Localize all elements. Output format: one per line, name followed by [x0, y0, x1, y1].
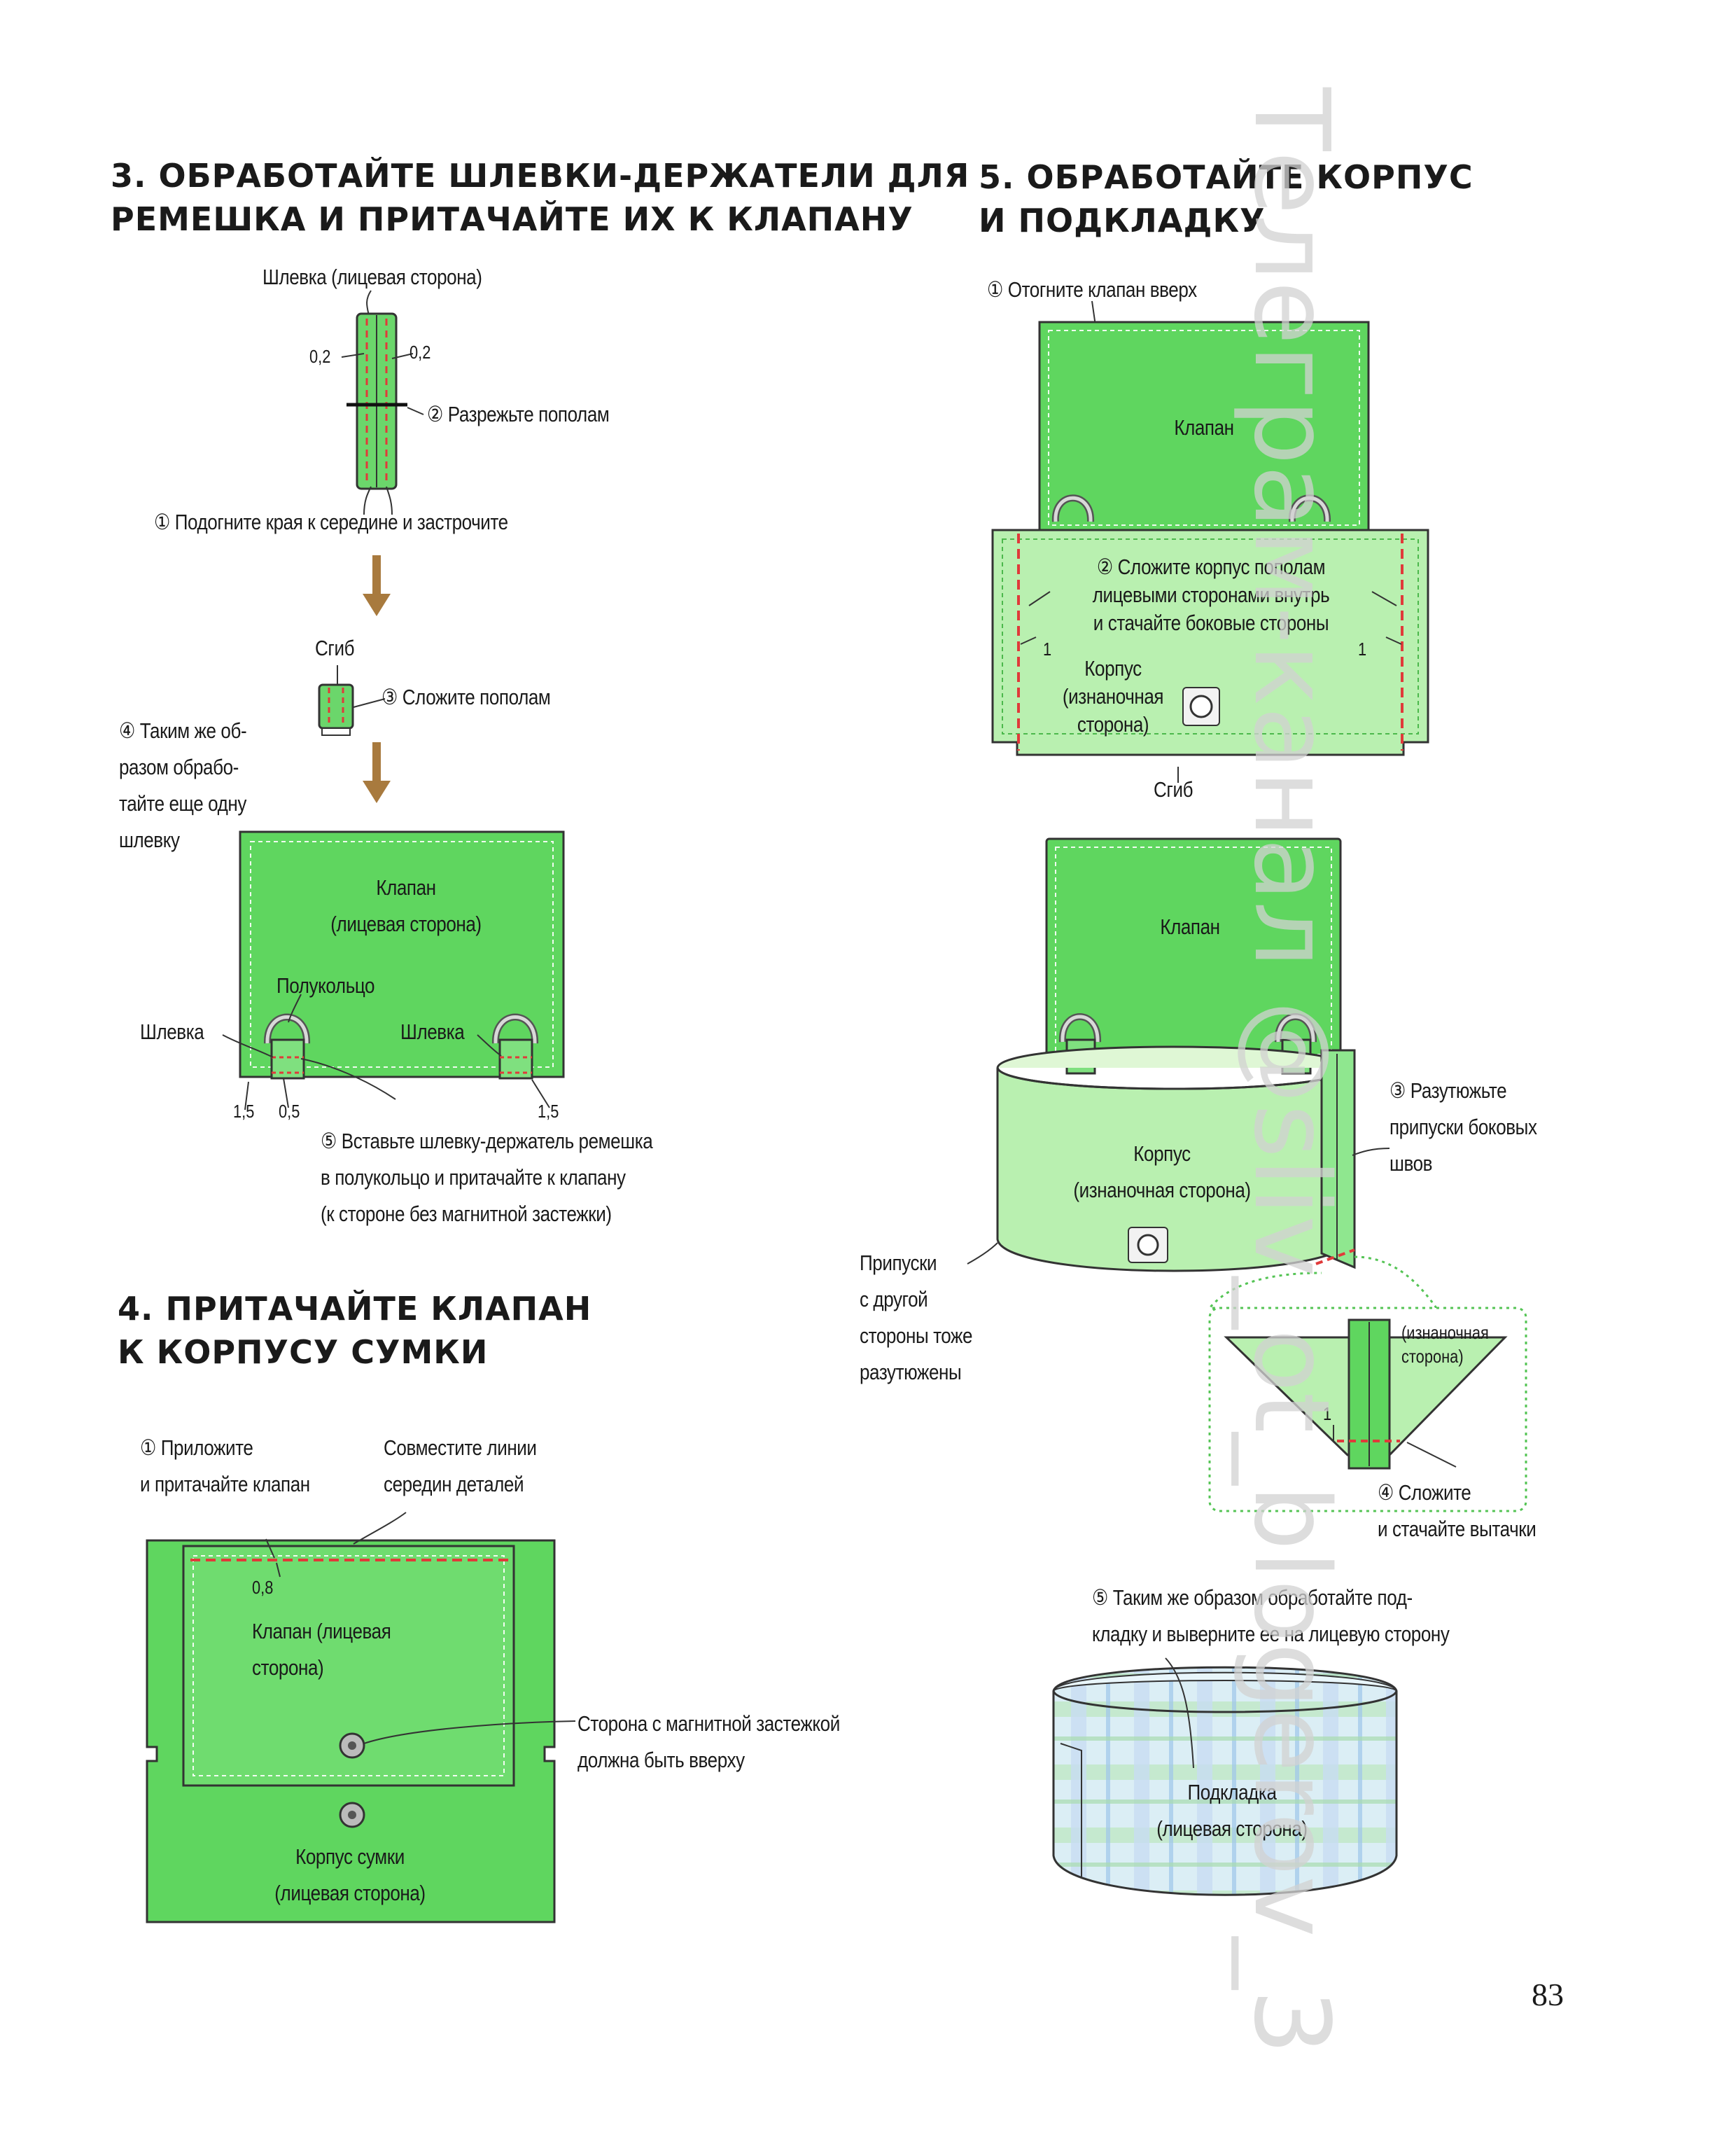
dim-right: 1,5 [538, 1101, 559, 1122]
arrow-down-1 [363, 555, 391, 616]
watermark: Телеграм-канал @sliv_ot_blogerov_3 [1231, 88, 1352, 2055]
dart-note: ④ Сложите и стачайте вытачки [1378, 1480, 1536, 1541]
folded-loop [318, 683, 354, 736]
insert-note: ⑤ Вставьте шлевку-держатель ремешка в по… [321, 1129, 653, 1226]
flap-label-step4: Клапан (лицевая сторона) [252, 1619, 391, 1680]
step3-title: 3. ОБРАБОТАЙТЕ ШЛЕВКИ-ДЕРЖАТЕЛИ ДЛЯ РЕМЕ… [111, 157, 970, 238]
fold-label-step5: Сгиб [1154, 777, 1194, 802]
seam-allowance: 0,8 [252, 1577, 274, 1598]
leader-magnet [363, 1720, 576, 1744]
loop-face-label: Шлевка (лицевая сторона) [262, 265, 482, 289]
leader-other-side [967, 1242, 998, 1265]
lining-note: ⑤ Таким же образом обработайте под- клад… [1092, 1585, 1450, 1646]
loop-strip [346, 312, 407, 490]
leader-align [353, 1512, 407, 1545]
dim-left: 1 [1043, 639, 1052, 660]
offset-left: 0,2 [309, 346, 331, 367]
fold-flap-up-note: ① Отогните клапан вверх [987, 277, 1197, 302]
dim-right: 1 [1358, 639, 1367, 660]
fold-in-half-note: ③ Сложите пополам [382, 685, 551, 709]
leader-half-ring [288, 994, 302, 1023]
loop-left-label: Шлевка [140, 1019, 204, 1044]
fold-body-note: ② Сложите корпус пополам лицевыми сторон… [1092, 555, 1330, 635]
detail-wrong-side: (изнаночная сторона) [1401, 1322, 1489, 1367]
leader-loop-left [222, 1034, 274, 1058]
page-number: 83 [1532, 1977, 1564, 2012]
leader-fold-half [353, 698, 386, 708]
leader-offset-right [391, 353, 414, 359]
leader-lining [1165, 1657, 1194, 1769]
lining-label: Подкладка (лицевая сторона) [1156, 1780, 1308, 1841]
flap-with-loops [239, 830, 565, 1080]
leader-dims [244, 1078, 550, 1111]
leader-loop-right [477, 1034, 502, 1057]
align-note: Совместите линии середин деталей [384, 1435, 537, 1496]
body-wrong-side-2: Корпус (изнаночная сторона) [1073, 1141, 1251, 1202]
other-side-note: Припуски с другой стороны тоже разутюжен… [860, 1251, 973, 1384]
detail-dim: 1 [1323, 1403, 1332, 1424]
cylinder-body-diagram [967, 837, 1527, 1512]
repeat-note: ④ Таким же об- разом обрабо- тайте еще о… [119, 718, 247, 852]
leader-fold-edges [363, 486, 393, 515]
leader-offset-left [341, 353, 365, 358]
magnet-note: Сторона с магнитной застежкой должна быт… [578, 1711, 840, 1772]
cut-in-half-note: ② Разрежьте пополам [427, 402, 610, 426]
loop-right-label: Шлевка [400, 1019, 465, 1044]
leader-cut [407, 407, 424, 415]
arrow-down-2 [363, 742, 391, 803]
leader-press [1352, 1148, 1390, 1156]
body-label: Корпус сумки (лицевая сторона) [274, 1844, 426, 1905]
folded-body-diagram [991, 300, 1429, 783]
dim-left-a: 1,5 [233, 1101, 255, 1122]
step5-title: 5. ОБРАБОТАЙТЕ КОРПУС И ПОДКЛАДКУ [979, 158, 1474, 239]
press-note: ③ Разутюжьте припуски боковых швов [1390, 1078, 1537, 1176]
attach-note: ① Приложите и притачайте клапан [140, 1435, 310, 1496]
half-ring-label: Полукольцо [276, 973, 375, 998]
step4-title: 4. ПРИТАЧАЙТЕ КЛАПАН К КОРПУСУ СУМКИ [118, 1290, 592, 1371]
body-wrong-side: Корпус (изнаночная сторона) [1062, 656, 1164, 737]
fold-edges-note: ① Подогните края к середине и застрочите [154, 510, 508, 534]
body-panel [146, 1539, 556, 1923]
leader-insert [300, 1058, 396, 1100]
dim-left-b: 0,5 [279, 1101, 300, 1122]
offset-right: 0,2 [410, 342, 431, 363]
flap-label-mid: Клапан [1160, 914, 1220, 939]
lining-diagram [1052, 1657, 1398, 1896]
flap-label-top: Клапан [1174, 415, 1234, 440]
leader-attach [265, 1538, 281, 1578]
fold-label: Сгиб [315, 636, 355, 660]
flap-label: Клапан (лицевая сторона) [330, 875, 482, 936]
